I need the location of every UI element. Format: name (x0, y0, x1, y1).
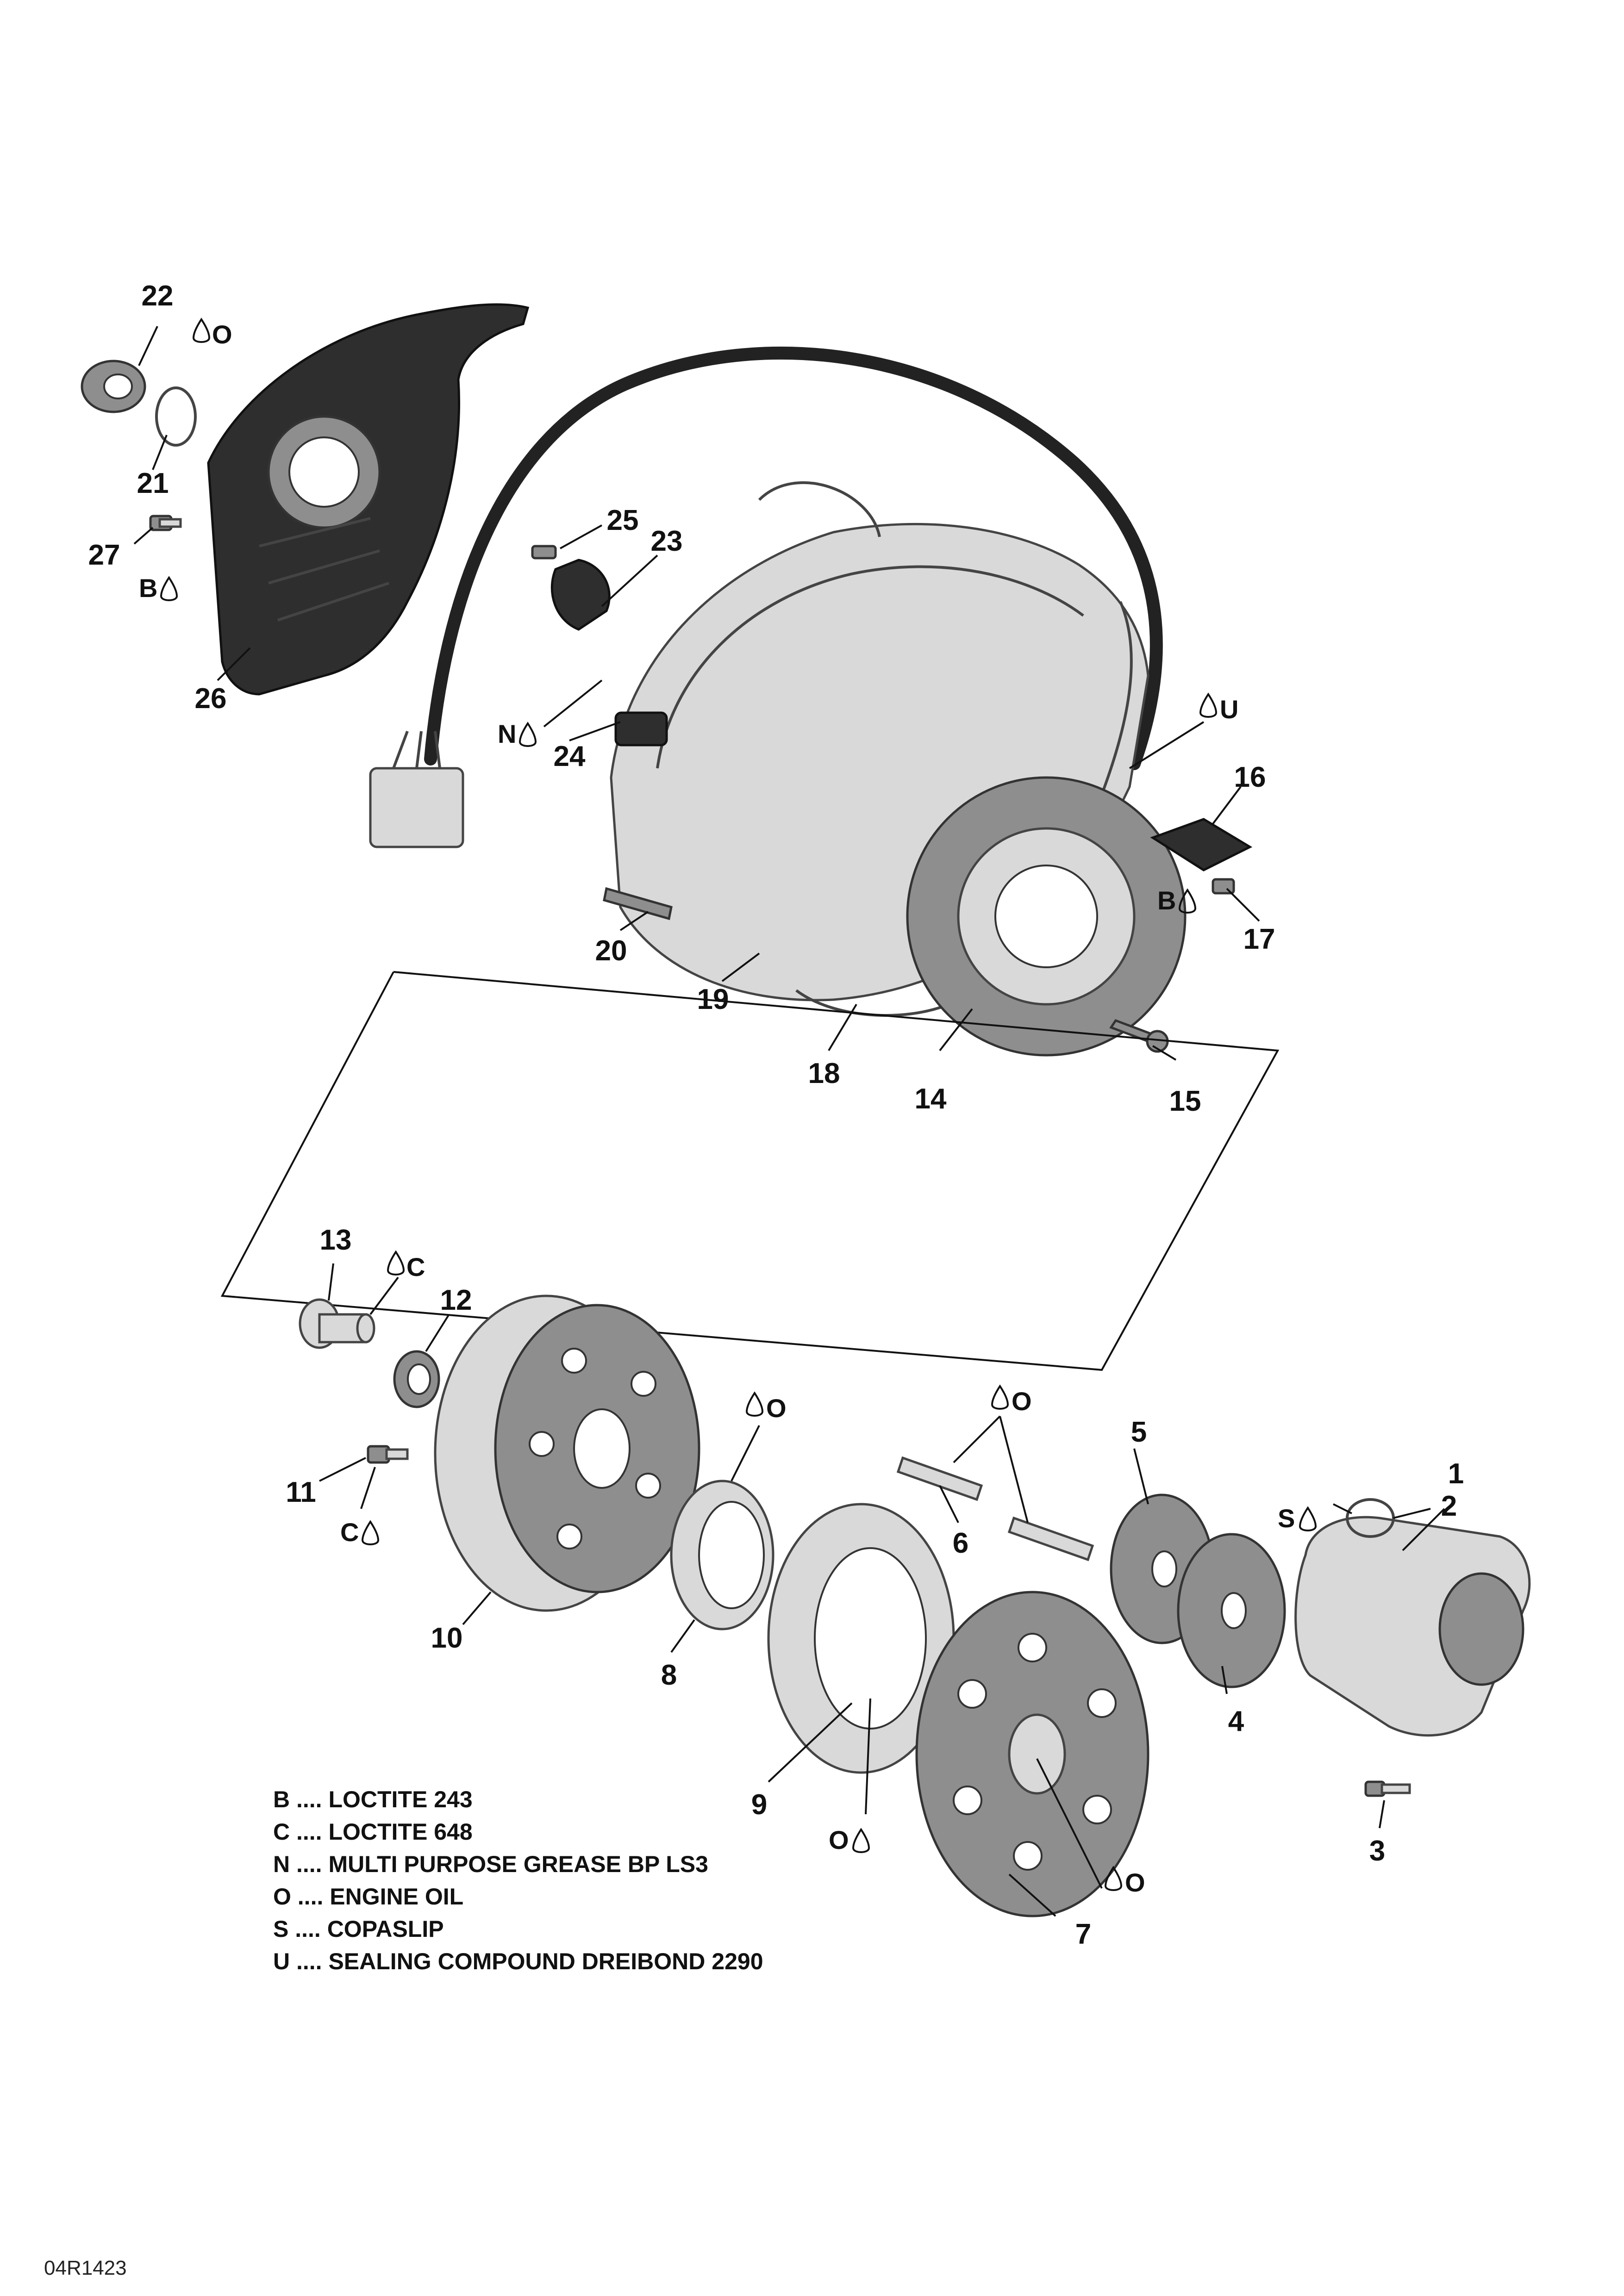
callout-6: 6 (953, 1527, 968, 1559)
part-7-gear-illustration (915, 1591, 1149, 1917)
callout-14: 14 (915, 1083, 947, 1115)
callout-13: 13 (320, 1224, 352, 1256)
part-13-bolt-illustration (299, 1298, 375, 1349)
part-15-bolt-illustration (1109, 1019, 1169, 1053)
droplet-icon (361, 1520, 380, 1545)
callout-20: 20 (595, 935, 627, 967)
part-20-bolt-illustration (603, 887, 673, 921)
legend-item-n: N .... MULTI PURPOSE GREASE BP LS3 (273, 1851, 708, 1877)
part-10-flywheel-illustration (434, 1294, 700, 1612)
callout-numbers: 22 21 27 26 25 23 24 16 17 20 19 18 14 1… (88, 280, 1464, 1950)
part-3-screw-illustration (1364, 1780, 1411, 1797)
callout-21: 21 (137, 467, 169, 499)
callout-8: 8 (661, 1659, 677, 1691)
mark-9-o: O (829, 1825, 849, 1854)
mark-2-s: S (1278, 1504, 1295, 1533)
connection-frame (220, 971, 1280, 1371)
part-21-oring-illustration (155, 386, 197, 447)
callout-10: 10 (431, 1622, 463, 1654)
mark-24-n: N (498, 719, 516, 748)
droplet-icon (1199, 692, 1218, 718)
callout-18: 18 (808, 1058, 840, 1089)
figure-id: 04R1423 (44, 2257, 127, 2279)
mark-17-b: B (1157, 886, 1176, 915)
legend-item-b: B .... LOCTITE 243 (273, 1786, 473, 1812)
legend-item-o: O .... ENGINE OIL (273, 1884, 463, 1910)
mark-8-o: O (766, 1394, 787, 1423)
leader-lines (133, 326, 1445, 1917)
mark-13-c: C (406, 1252, 425, 1282)
droplet-icon (1299, 1506, 1317, 1531)
part-25-screw-illustration (531, 545, 557, 560)
part-11-screw-illustration (367, 1445, 409, 1464)
part-23-sensor-illustration (550, 559, 611, 631)
part-22-seal-illustration (81, 360, 146, 413)
callout-12: 12 (440, 1284, 472, 1316)
part-27-screw-illustration (149, 515, 182, 531)
part-14-stator-illustration (906, 776, 1187, 1057)
callout-24: 24 (554, 740, 586, 772)
callout-25: 25 (607, 504, 639, 536)
legend-item-u: U .... SEALING COMPOUND DREIBOND 2290 (273, 1948, 763, 1974)
callout-23: 23 (651, 525, 683, 557)
part-6-pins-illustration (896, 1456, 1094, 1562)
callout-11: 11 (286, 1476, 316, 1508)
mark-7-o: O (1125, 1868, 1145, 1897)
droplet-icon (852, 1828, 870, 1853)
callout-7: 7 (1075, 1918, 1091, 1950)
droplet-icon (160, 576, 178, 601)
callout-15: 15 (1169, 1085, 1201, 1117)
callout-4: 4 (1228, 1705, 1244, 1737)
legend-item-c: C .... LOCTITE 648 (273, 1819, 473, 1845)
mark-14-u: U (1220, 695, 1238, 724)
callout-27: 27 (88, 539, 120, 571)
callout-16: 16 (1234, 761, 1266, 793)
callout-9: 9 (751, 1789, 767, 1821)
callout-22: 22 (142, 280, 174, 312)
callout-1: 1 (1448, 1458, 1464, 1490)
droplet-icon (518, 722, 537, 747)
droplet-icon (991, 1384, 1009, 1410)
legend-item-s: S .... COPASLIP (273, 1916, 444, 1942)
callout-17: 17 (1243, 923, 1275, 955)
callout-26: 26 (195, 683, 227, 715)
legend: B .... LOCTITE 243 C .... LOCTITE 648 N … (273, 1786, 763, 1974)
callout-3: 3 (1369, 1835, 1385, 1867)
part-8-ring-illustration (670, 1480, 775, 1630)
part-1-starter-illustration (1294, 1516, 1531, 1737)
callout-19: 19 (697, 983, 729, 1015)
callout-5: 5 (1131, 1416, 1147, 1448)
compound-marks: O B N U B C C O O S O O (139, 317, 1317, 1897)
droplet-icon (1104, 1866, 1123, 1891)
wire-harness-illustration (369, 346, 1163, 848)
mark-11-c: C (340, 1518, 359, 1547)
droplet-icon (745, 1391, 764, 1417)
droplet-icon (387, 1250, 405, 1276)
mark-27-b: B (139, 573, 157, 603)
part-4-gear-illustration (1177, 1533, 1286, 1688)
part-26-cover-illustration (207, 303, 530, 696)
callout-2: 2 (1441, 1490, 1457, 1522)
droplet-icon (1178, 888, 1197, 914)
part-24-sensor-illustration (614, 711, 668, 747)
mark-6-o: O (1012, 1387, 1032, 1416)
part-12-washer-illustration (393, 1350, 440, 1408)
droplet-icon (192, 317, 211, 343)
mark-22-o: O (212, 320, 232, 349)
part-16-cover-illustration (1150, 818, 1253, 871)
